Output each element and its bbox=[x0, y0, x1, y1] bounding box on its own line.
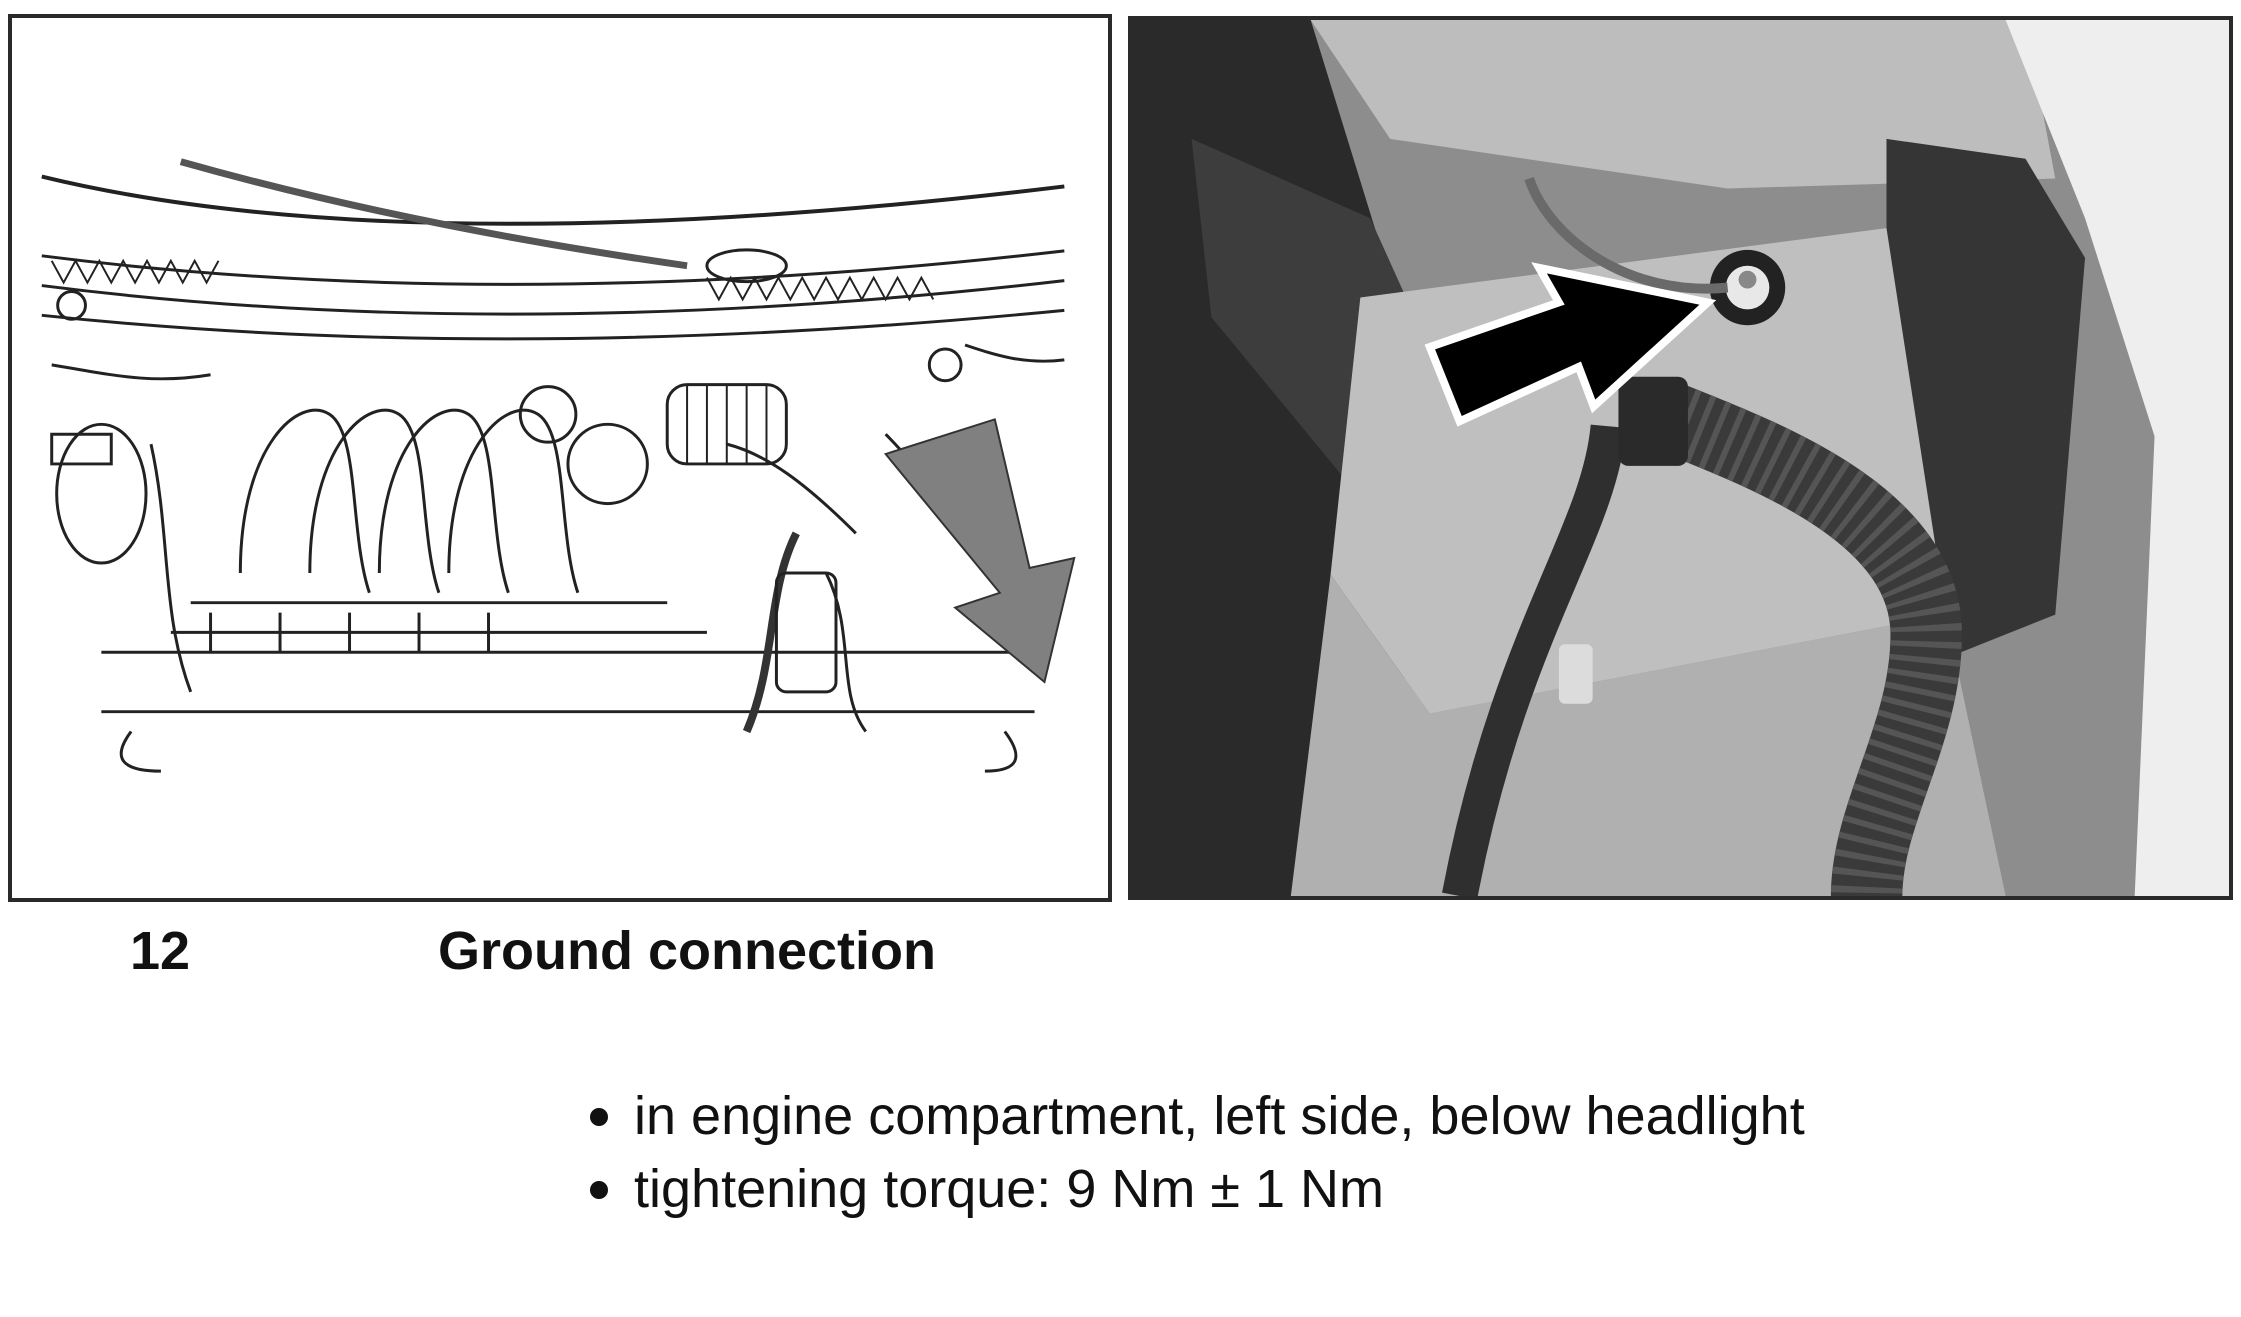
note-item-location: in engine compartment, left side, below … bbox=[588, 1080, 1828, 1153]
engine-line-art bbox=[41, 158, 1076, 773]
engine-compartment-drawing bbox=[8, 14, 1112, 902]
figure-title: Ground connection bbox=[438, 921, 936, 981]
location-arrow-gray bbox=[883, 418, 1076, 684]
figure-number: 12 bbox=[130, 921, 191, 981]
note-item-torque: tightening torque: 9 Nm ± 1 Nm bbox=[588, 1153, 1828, 1226]
photo-illustration bbox=[1132, 20, 2229, 896]
ground-connection-photo bbox=[1128, 16, 2233, 900]
location-arrow-black bbox=[1424, 262, 1717, 427]
notes-list: in engine compartment, left side, below … bbox=[588, 1080, 1828, 1226]
